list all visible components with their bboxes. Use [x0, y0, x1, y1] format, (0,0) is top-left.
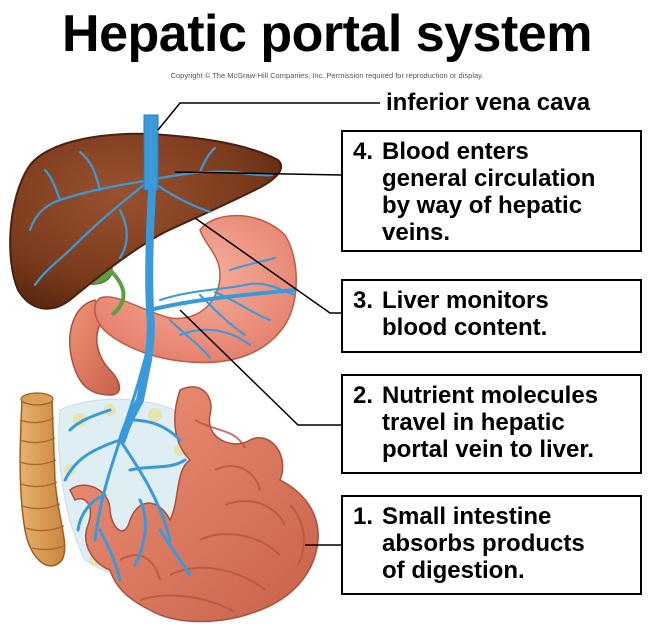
step-4-number: 4.	[353, 138, 374, 165]
diagram-title: Hepatic portal system	[62, 5, 592, 63]
step-1-text: Small intestine absorbs products of dige…	[382, 503, 636, 584]
colon	[19, 394, 66, 567]
mesenteric-veins	[63, 338, 192, 582]
step-1-number: 1.	[353, 503, 374, 530]
step-1-line-2: absorbs products	[382, 530, 585, 557]
step-2-number: 2.	[353, 382, 374, 409]
step-4-text: Blood enters general circulation by way …	[382, 138, 636, 246]
step-4-box: 4. Blood enters general circulation by w…	[341, 130, 642, 252]
intestine-folds	[119, 419, 305, 613]
inferior-vena-cava	[143, 114, 159, 191]
step-1-line-1: Small intestine	[382, 503, 552, 530]
step-4-line-4: veins.	[382, 219, 451, 246]
step-3-text: Liver monitors blood content.	[382, 287, 636, 341]
step-4-line-2: general circulation	[382, 165, 596, 192]
leader-lines	[157, 102, 380, 546]
label-inferior-vena-cava: inferior vena cava	[386, 89, 591, 116]
step-2-box: 2. Nutrient molecules travel in hepatic …	[341, 374, 642, 474]
bile-duct	[108, 268, 126, 317]
step-3-line-2: blood content.	[382, 314, 548, 341]
hepatic-portal-vein	[118, 186, 156, 444]
copyright-notice: Copyright © The McGraw-Hill Companies, I…	[170, 71, 484, 80]
colon-folds	[19, 417, 65, 551]
splenic-vein	[149, 288, 296, 312]
step-2-line-3: portal vein to liver.	[382, 436, 595, 463]
step-3-line-1: Liver monitors	[382, 287, 549, 314]
step-2-text: Nutrient molecules travel in hepatic por…	[382, 382, 636, 463]
step-3-box: 3. Liver monitors blood content.	[341, 279, 642, 353]
step-1-box: 1. Small intestine absorbs products of d…	[341, 495, 642, 595]
duodenum	[69, 299, 121, 396]
step-2-line-2: travel in hepatic	[382, 409, 565, 436]
step-1-line-3: of digestion.	[382, 557, 525, 584]
colon-end	[20, 392, 54, 406]
step-3-number: 3.	[353, 287, 374, 314]
step-4-line-3: by way of hepatic	[382, 192, 583, 219]
step-2-line-1: Nutrient molecules	[382, 382, 599, 409]
step-4-line-1: Blood enters	[382, 138, 529, 165]
